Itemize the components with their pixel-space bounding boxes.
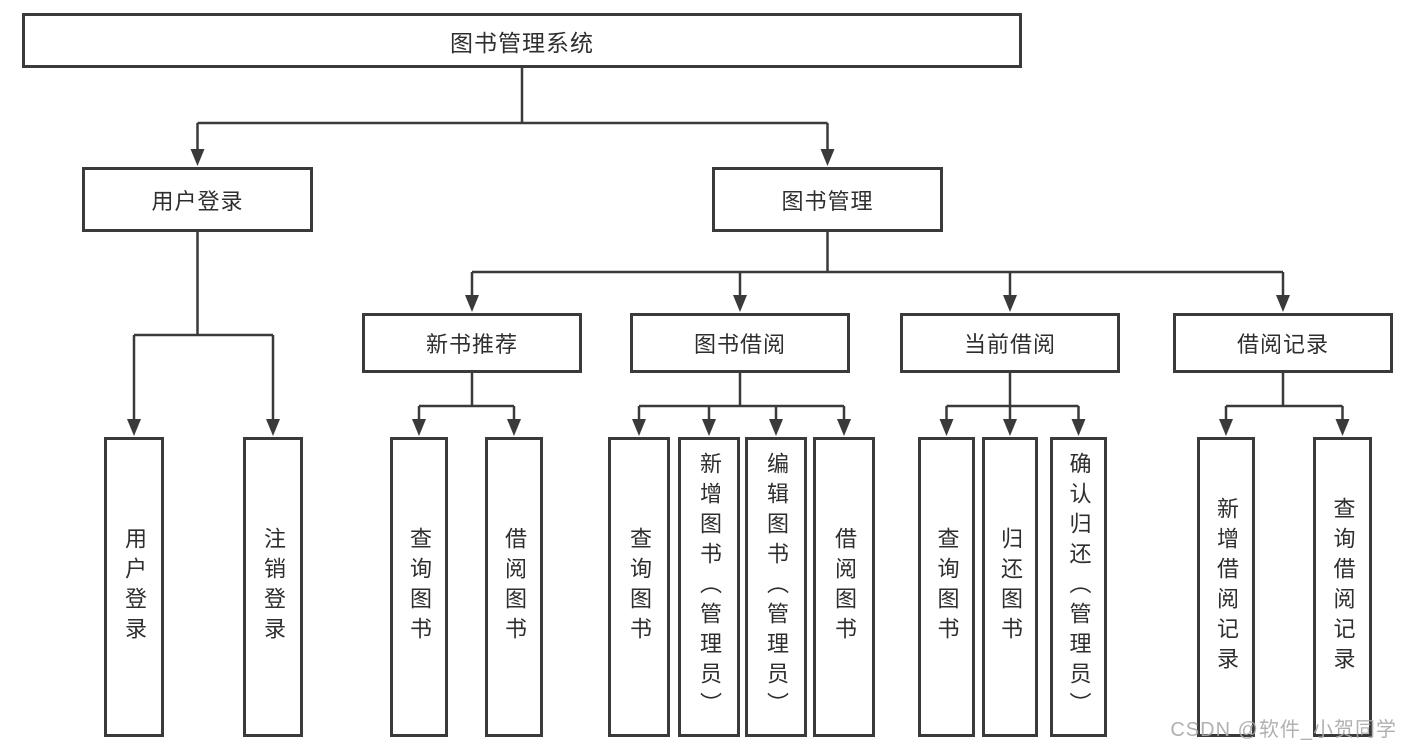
node-book-management: 图书管理 xyxy=(712,167,943,232)
leaf-borrow-books-borrowing: 借阅图书 xyxy=(813,437,875,737)
arrowheads xyxy=(127,149,1350,436)
leaf-add-books-admin: 新增图书（管理员） xyxy=(678,437,740,737)
node-new-book-recommendation: 新书推荐 xyxy=(362,313,582,373)
leaf-query-books-current: 查询图书 xyxy=(918,437,975,737)
node-book-borrowing: 图书借阅 xyxy=(630,313,850,373)
leaf-query-books-borrowing: 查询图书 xyxy=(608,437,670,737)
leaf-query-books-recommend: 查询图书 xyxy=(390,437,448,737)
csdn-watermark: CSDN @软件_小贺同学 xyxy=(1170,719,1397,741)
leaf-logout: 注销登录 xyxy=(243,437,303,737)
node-root: 图书管理系统 xyxy=(22,13,1022,68)
node-current-borrowing: 当前借阅 xyxy=(900,313,1120,373)
leaf-user-login: 用户登录 xyxy=(104,437,164,737)
leaf-add-borrow-record: 新增借阅记录 xyxy=(1197,437,1255,737)
leaf-edit-books-admin: 编辑图书（管理员） xyxy=(745,437,807,737)
leaf-confirm-return-admin: 确认归还（管理员） xyxy=(1050,437,1107,737)
leaf-query-borrow-record: 查询借阅记录 xyxy=(1313,437,1372,737)
leaf-borrow-books-recommend: 借阅图书 xyxy=(485,437,543,737)
leaf-return-books: 归还图书 xyxy=(982,437,1038,737)
node-user-login: 用户登录 xyxy=(82,167,313,232)
node-borrowing-records: 借阅记录 xyxy=(1173,313,1393,373)
